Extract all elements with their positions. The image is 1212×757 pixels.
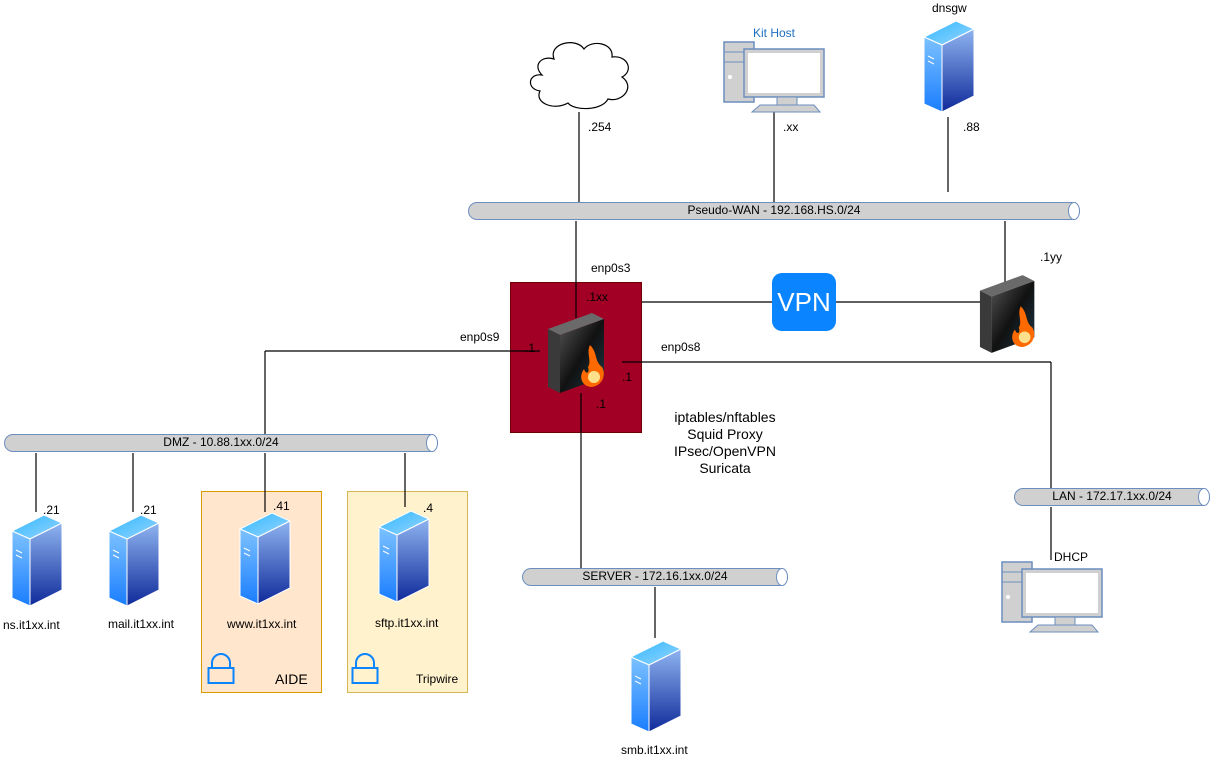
mail-ip: .21 <box>140 503 157 517</box>
ip-lan-label: .1 <box>622 370 633 384</box>
vpn-remote-ip: .1yy <box>1040 250 1063 264</box>
if-lan-label: enp0s8 <box>661 340 701 354</box>
lan-network-label: LAN - 172.17.1xx.0/24 <box>1052 489 1172 503</box>
internet-ip: .254 <box>588 120 612 134</box>
dmz-network-bus: DMZ - 10.88.1xx.0/24 <box>4 433 438 452</box>
firewall-services: iptables/nftables Squid Proxy IPsec/Open… <box>660 409 790 477</box>
smb-server-icon[interactable] <box>629 640 683 734</box>
lan-network-bus: LAN - 172.17.1xx.0/24 <box>1014 487 1210 506</box>
server-network-label: SERVER - 172.16.1xx.0/24 <box>582 569 728 583</box>
kit-host-label: Kit Host <box>753 26 796 40</box>
wan-network-label: Pseudo-WAN - 192.168.HS.0/24 <box>687 203 861 217</box>
ns-hostname: ns.it1xx.int <box>3 618 60 632</box>
service-item: iptables/nftables <box>674 409 776 425</box>
ip-server-label: .1 <box>596 397 607 411</box>
server-network-bus: SERVER - 172.16.1xx.0/24 <box>522 567 788 586</box>
sftp-ip: .4 <box>423 501 434 515</box>
tripwire-lock-icon <box>351 653 379 684</box>
mail-server-icon[interactable] <box>107 514 161 608</box>
aide-zone-label: AIDE <box>275 671 308 687</box>
sftp-hostname: sftp.it1xx.int <box>375 616 439 630</box>
lan-desktop-icon[interactable] <box>1000 561 1104 633</box>
aide-lock-icon <box>207 653 235 684</box>
smb-hostname: smb.it1xx.int <box>621 743 688 757</box>
if-dmz-label: enp0s9 <box>460 330 500 344</box>
www-server-icon[interactable] <box>238 512 292 606</box>
www-hostname: www.it1xx.int <box>227 617 297 631</box>
remote-firewall-icon[interactable] <box>978 272 1046 354</box>
dnsgw-ip: .88 <box>963 120 980 134</box>
service-item: Squid Proxy <box>687 426 763 442</box>
dnsgw-label: dnsgw <box>932 1 967 15</box>
mail-hostname: mail.it1xx.int <box>108 617 175 631</box>
internet-cloud-icon <box>529 42 629 110</box>
kit-host-ip: .xx <box>783 120 799 134</box>
sftp-server-icon[interactable] <box>377 510 431 604</box>
wan-network-bus: Pseudo-WAN - 192.168.HS.0/24 <box>468 201 1080 220</box>
www-ip: .41 <box>273 499 290 513</box>
ns-server-icon[interactable] <box>10 514 64 608</box>
service-item: IPsec/OpenVPN <box>674 443 776 459</box>
dnsgw-server-icon[interactable] <box>922 20 976 114</box>
lan-host-ip: DHCP <box>1054 550 1089 564</box>
ip-wan-label: .1xx <box>586 290 609 304</box>
if-wan-label: enp0s3 <box>591 261 631 275</box>
kit-host-desktop-icon[interactable] <box>722 41 826 113</box>
tripwire-zone-label: Tripwire <box>416 672 459 686</box>
main-firewall-icon[interactable] <box>546 311 616 393</box>
vpn-icon[interactable]: VPN <box>772 273 836 331</box>
ip-dmz-label: .1 <box>525 341 536 355</box>
ns-ip: .21 <box>43 503 60 517</box>
dmz-network-label: DMZ - 10.88.1xx.0/24 <box>163 435 279 449</box>
service-item: Suricata <box>699 460 751 476</box>
